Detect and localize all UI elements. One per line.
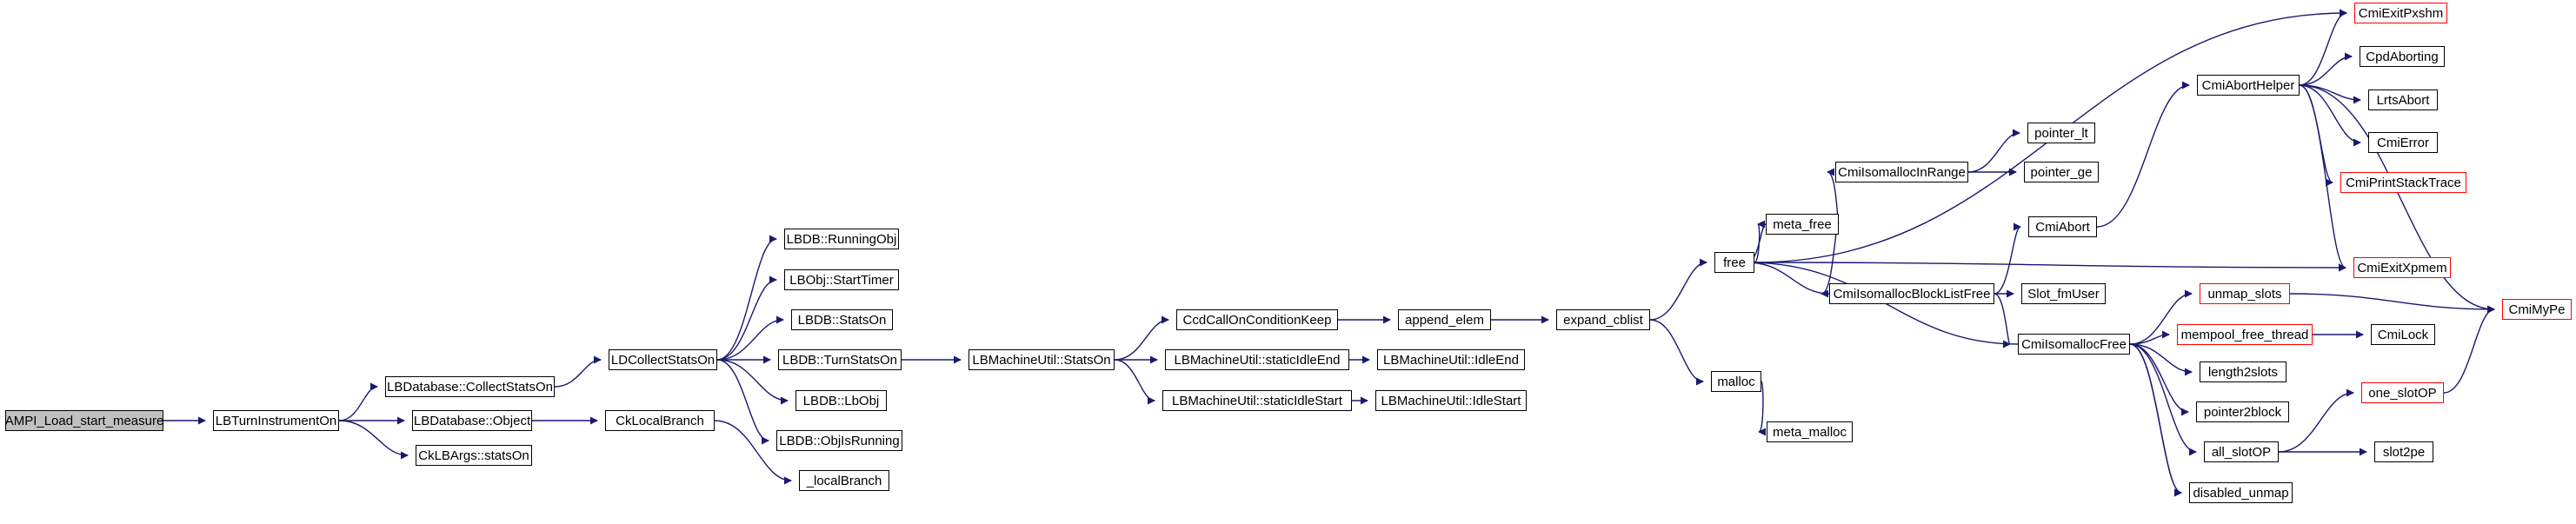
graph-node[interactable]: length2slots [2200,361,2286,382]
graph-edge [1746,258,1830,295]
graph-node[interactable]: free [1714,252,1754,273]
graph-node[interactable]: CmiIsomallocFree [2018,334,2130,355]
graph-node[interactable]: one_slotOP [2361,382,2444,403]
graph-node[interactable]: LrtsAbort [2368,90,2438,110]
graph-edge [2129,343,2197,456]
graph-node[interactable]: CmiLock [2371,324,2435,345]
graph-node[interactable]: CmiError [2368,132,2438,153]
graph-node[interactable]: CmiMyPe [2502,299,2572,320]
graph-edge [2443,305,2495,394]
graph-edge [338,420,409,460]
graph-node[interactable]: pointer_lt [2027,123,2095,143]
graph-edge [2129,343,2182,497]
graph-edge [1754,220,1766,263]
graph-node[interactable]: CpdAborting [2360,46,2445,67]
graph-edge [2299,84,2333,187]
graph-node[interactable]: expand_cblist [1556,309,1650,330]
graph-node[interactable]: pointer_ge [2024,162,2099,182]
graph-node[interactable]: Slot_fmUser [2021,283,2106,304]
graph-edge [2299,52,2353,86]
graph-node[interactable]: pointer2block [2196,401,2289,422]
graph-node[interactable]: LBDatabase::Object [412,410,532,431]
graph-edge [2129,330,2170,345]
graph-edge [2299,9,2347,86]
graph-node[interactable]: mempool_free_thread [2177,324,2313,345]
graph-node[interactable]: LDCollectStatsOn [609,349,717,370]
graph-node[interactable]: LBDB::LbObj [795,390,887,411]
graph-edge [716,315,784,361]
graph-edge [716,359,789,405]
graph-edge [2299,84,2361,147]
graph-edge [554,355,602,388]
graph-edge [1649,319,1704,386]
graph-edge [338,382,378,421]
graph-edge [2129,343,2182,497]
graph-node[interactable]: CmiPrintStackTrace [2340,172,2466,193]
graph-node[interactable]: LBTurnInstrumentOn [213,410,339,431]
graph-node[interactable]: LBDB::TurnStatsOn [778,349,902,370]
graph-node[interactable]: AMPI_Load_start_measure [5,410,163,431]
graph-edge [2096,81,2190,228]
graph-node[interactable]: LBMachineUtil::StatsOn [968,349,1115,370]
graph-node[interactable]: CmiAbort [2028,216,2097,237]
graph-node[interactable]: LBMachineUtil::IdleEnd [1377,349,1525,370]
graph-edge [716,359,769,445]
graph-edge [2278,388,2354,453]
graph-edge [1114,359,1155,405]
graph-node[interactable]: append_elem [1398,309,1491,330]
graph-edge [2129,343,2193,376]
graph-node[interactable]: LBMachineUtil::staticIdleEnd [1165,349,1349,370]
graph-node[interactable]: CmiExitPxshm [2354,3,2447,23]
graph-edge [2289,293,2495,314]
graph-edge [1114,315,1169,361]
graph-node[interactable]: LBObj::StartTimer [784,269,899,290]
graph-node[interactable]: disabled_unmap [2189,482,2293,503]
graph-node[interactable]: LBDatabase::CollectStatsOn [385,376,555,397]
graph-edge [1649,258,1707,321]
graph-node[interactable]: CmiExitXpmem [2353,257,2451,278]
graph-node[interactable]: meta_free [1766,214,1839,235]
graph-node[interactable]: malloc [1711,371,1761,392]
graph-node[interactable]: LBDB::ObjIsRunning [776,430,902,451]
graph-node[interactable]: meta_malloc [1767,421,1853,442]
graph-node[interactable]: LBMachineUtil::staticIdleStart [1162,390,1352,411]
graph-edge [1754,262,2346,272]
graph-edge [1994,222,2021,295]
graph-node[interactable]: CkLBArgs::statsOn [416,445,532,466]
graph-node[interactable]: CmiIsomallocBlockListFree [1829,283,1994,304]
graph-node[interactable]: all_slotOP [2204,441,2279,462]
graph-node[interactable]: LBDB::RunningObj [784,229,899,249]
graph-node[interactable]: CkLocalBranch [605,410,715,431]
graph-node[interactable]: slot2pe [2374,441,2433,462]
graph-edge [1967,129,2020,173]
graph-edge [716,235,777,361]
graph-node[interactable]: unmap_slots [2200,283,2290,304]
graph-node[interactable]: _localBranch [799,470,889,491]
graph-node[interactable]: CmiAbortHelper [2197,75,2300,96]
graph-edge [2129,343,2189,416]
graph-edge [716,275,777,361]
graph-node[interactable]: CmiIsomallocInRange [1835,162,1968,182]
graph-node[interactable]: LBMachineUtil::IdleStart [1375,390,1527,411]
graph-edge [2299,84,2346,272]
graph-edge [1994,293,2011,348]
graph-edge [2299,84,2361,104]
graph-node[interactable]: CcdCallOnConditionKeep [1176,309,1338,330]
graph-node[interactable]: LBDB::StatsOn [791,309,893,330]
